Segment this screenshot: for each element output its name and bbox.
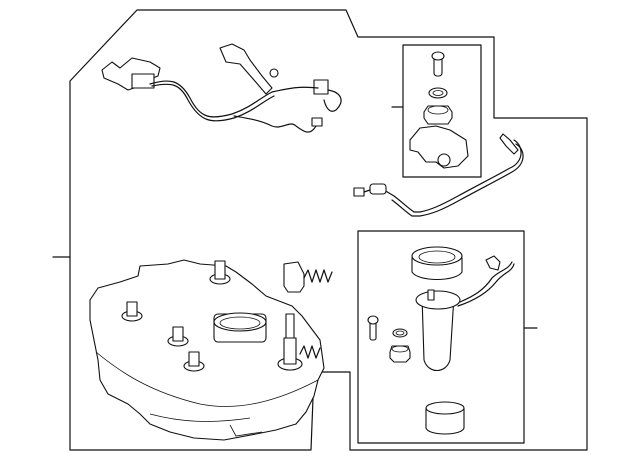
tank-vent-valve[interactable] <box>283 261 333 293</box>
fuel-pump-bracket-kit[interactable] <box>409 51 469 169</box>
fuel-sender-wire[interactable] <box>353 133 524 217</box>
fuel-pump-module-kit[interactable] <box>367 246 515 435</box>
pump-kit-box <box>357 230 525 444</box>
wiring-harness[interactable] <box>101 43 342 133</box>
fuel-tank[interactable] <box>89 259 325 441</box>
assembly-outline <box>69 9 588 451</box>
bracket-kit-box <box>402 44 482 178</box>
